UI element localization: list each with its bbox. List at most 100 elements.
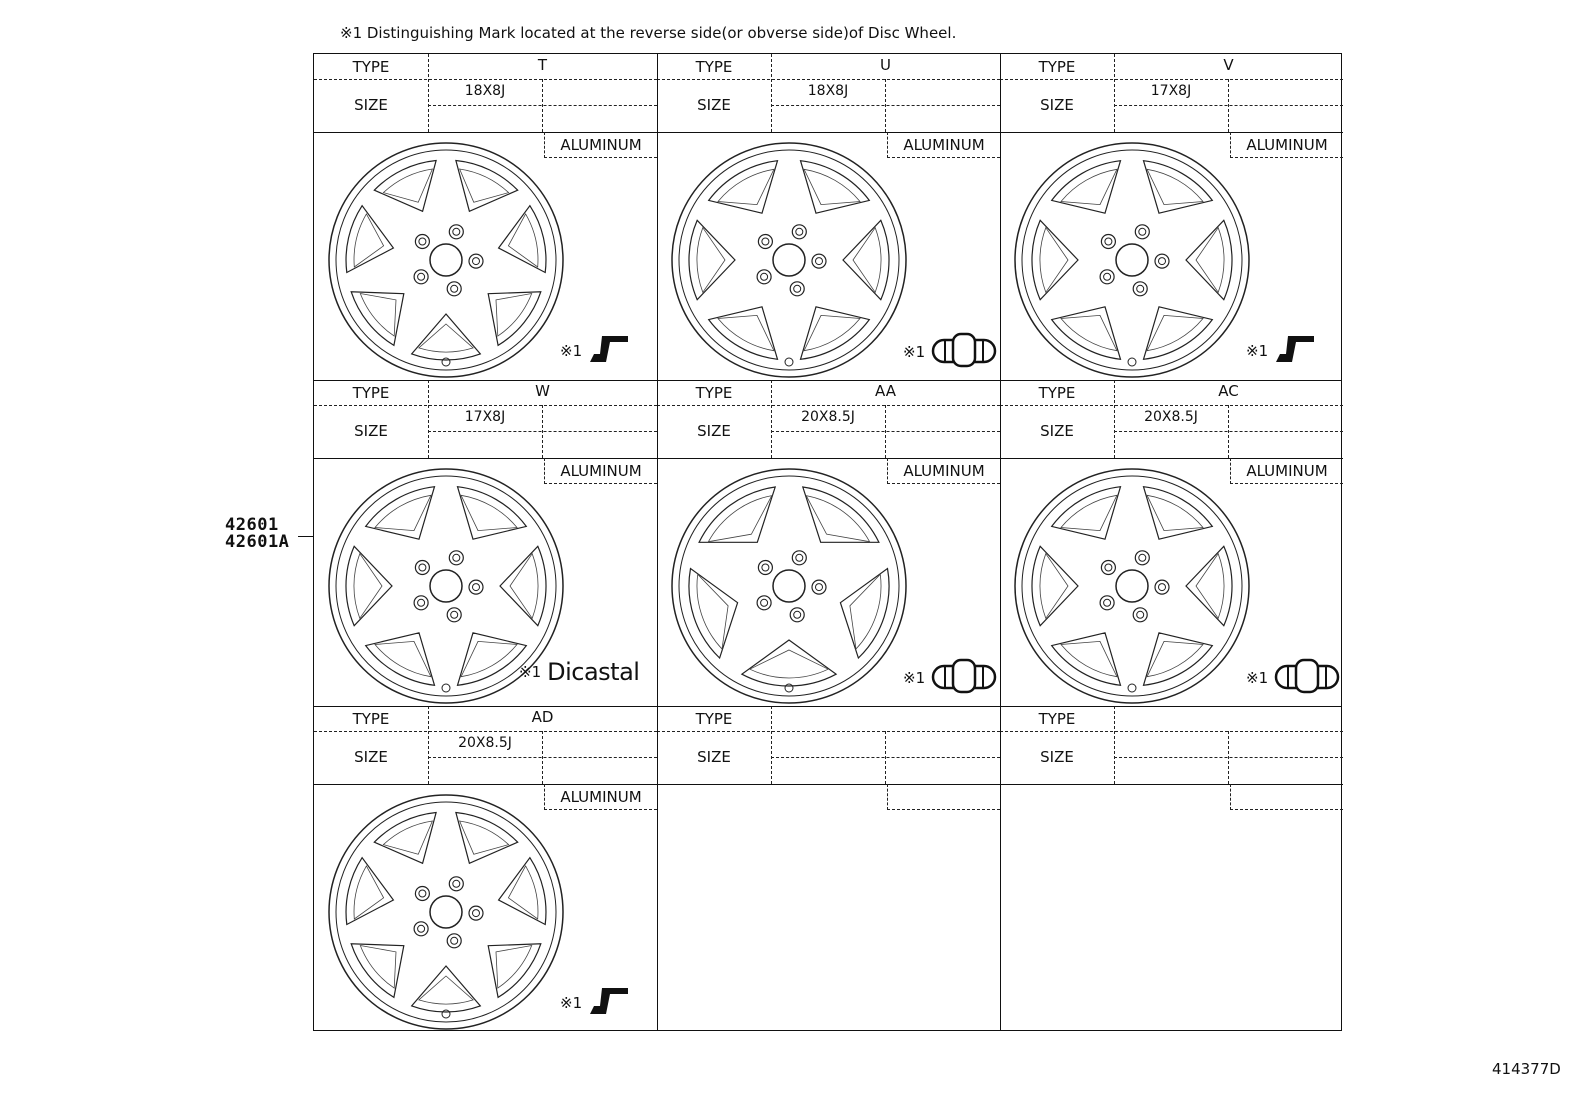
mark-ref: ※1 bbox=[1246, 669, 1269, 687]
lug-hole bbox=[413, 921, 429, 937]
wheel-drawing bbox=[328, 794, 564, 1030]
rim-inner bbox=[335, 801, 557, 1023]
lug-hole bbox=[811, 253, 827, 269]
wheel-window bbox=[740, 639, 838, 687]
wheel-window bbox=[350, 943, 405, 999]
part-number: 42601A bbox=[225, 532, 290, 552]
type-value: W bbox=[535, 382, 550, 400]
mark-ref: ※1 bbox=[560, 342, 583, 360]
wheel-window-inner bbox=[353, 552, 383, 620]
lug-hole-inner bbox=[1104, 563, 1113, 572]
wheel-window bbox=[707, 159, 779, 214]
mark-ref: ※1 bbox=[560, 994, 583, 1012]
wheel-window bbox=[410, 313, 482, 361]
material-label: ALUMINUM bbox=[903, 462, 985, 480]
lug-hole bbox=[446, 933, 462, 949]
lug-hole bbox=[1154, 253, 1170, 269]
lug-hole-inner bbox=[1104, 237, 1113, 246]
row-divider bbox=[314, 380, 1341, 381]
wheel-window bbox=[1031, 545, 1079, 627]
lug-hole bbox=[1100, 233, 1117, 250]
lug-hole-inner bbox=[417, 598, 426, 607]
material-label: ALUMINUM bbox=[560, 136, 642, 154]
lug-hole bbox=[414, 233, 431, 250]
lug-hole-inner bbox=[472, 583, 480, 592]
wheel-window-inner bbox=[1060, 168, 1118, 206]
lug-hole bbox=[791, 224, 807, 240]
lug-hole-inner bbox=[452, 553, 461, 562]
wheel-window-inner bbox=[495, 292, 533, 337]
l-shape-mark-icon bbox=[1274, 332, 1316, 370]
lug-hole bbox=[468, 253, 484, 269]
lug-hole-inner bbox=[417, 924, 426, 933]
material-box: ALUMINUM bbox=[1230, 132, 1343, 158]
size-label: SIZE bbox=[354, 422, 388, 440]
type-label: TYPE bbox=[1038, 384, 1076, 402]
wheel-window bbox=[410, 965, 482, 1013]
row-divider bbox=[314, 706, 1341, 707]
wheel-window bbox=[1050, 485, 1122, 540]
wheel-window-inner bbox=[507, 213, 539, 268]
distinguishing-mark: ※1 bbox=[903, 658, 997, 698]
type-value: T bbox=[537, 56, 548, 74]
lug-hole bbox=[448, 550, 464, 566]
lug-hole bbox=[414, 885, 431, 902]
wheel-window-inner bbox=[748, 649, 830, 679]
wheel-window-inner bbox=[1039, 226, 1069, 294]
dicastal-logo: Dicastal bbox=[547, 658, 640, 686]
size-label: SIZE bbox=[1040, 96, 1074, 114]
lug-hole-inner bbox=[815, 583, 823, 592]
part-number: 42601 bbox=[225, 515, 279, 535]
wheel-window bbox=[373, 159, 437, 213]
wheel-window bbox=[799, 159, 871, 214]
size-label: SIZE bbox=[697, 422, 731, 440]
size-label: SIZE bbox=[697, 96, 731, 114]
wheel-window bbox=[455, 811, 519, 865]
wheel-window-inner bbox=[717, 168, 775, 206]
wheel-window-inner bbox=[1146, 168, 1204, 206]
wheel-window-inner bbox=[696, 226, 726, 294]
hub-bore bbox=[429, 243, 463, 277]
lug-hole-inner bbox=[1136, 284, 1145, 293]
wheel-window-inner bbox=[852, 226, 882, 294]
wheel-window bbox=[1185, 545, 1233, 627]
wheel-window-inner bbox=[495, 944, 533, 989]
material-label: ALUMINUM bbox=[903, 136, 985, 154]
lug-hole-inner bbox=[1103, 272, 1112, 281]
wheel-window-inner bbox=[374, 494, 432, 532]
wheel-window bbox=[1142, 306, 1214, 361]
type-value: V bbox=[1223, 56, 1234, 74]
hub-bore bbox=[429, 569, 463, 603]
wheel-drawing bbox=[1014, 468, 1250, 704]
lug-hole-inner bbox=[815, 257, 823, 266]
lug-hole bbox=[791, 550, 807, 566]
mark-ref: ※1 bbox=[1246, 342, 1269, 360]
size-label: SIZE bbox=[1040, 748, 1074, 766]
wheel-window bbox=[688, 567, 739, 660]
wheel-drawing bbox=[671, 142, 907, 378]
rim-inner bbox=[335, 475, 557, 697]
hub-bore bbox=[1115, 243, 1149, 277]
hub-bore bbox=[772, 243, 806, 277]
mark-ref: ※1 bbox=[903, 343, 926, 361]
lug-hole-inner bbox=[450, 610, 459, 619]
wheel-window-inner bbox=[382, 820, 434, 855]
wheel-window-inner bbox=[1195, 226, 1225, 294]
distinguishing-mark: ※1 bbox=[1246, 658, 1340, 698]
mark-ref: ※1 bbox=[519, 663, 542, 681]
lug-hole-inner bbox=[452, 879, 461, 888]
type-value: AD bbox=[531, 708, 554, 726]
type-label: TYPE bbox=[1038, 710, 1076, 728]
wheel-window-inner bbox=[849, 573, 882, 650]
distinguishing-mark: ※1 Dicastal bbox=[519, 658, 640, 686]
wheel-window bbox=[1142, 485, 1214, 540]
lug-hole-inner bbox=[1103, 598, 1112, 607]
type-value: AA bbox=[875, 382, 896, 400]
size-value: 17X8J bbox=[464, 409, 506, 425]
wheel-window-inner bbox=[458, 820, 510, 855]
wheel-window bbox=[799, 306, 871, 361]
